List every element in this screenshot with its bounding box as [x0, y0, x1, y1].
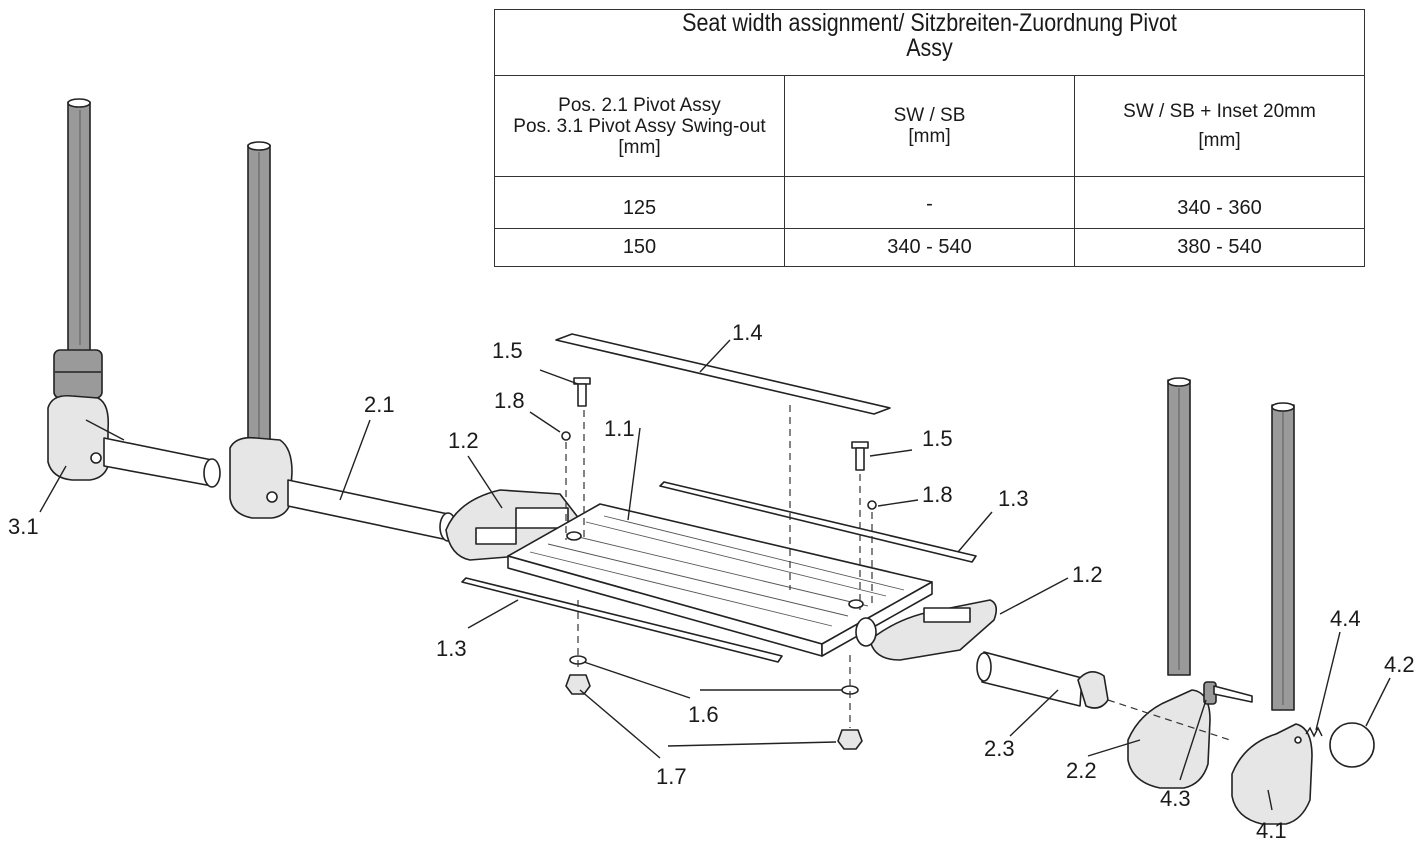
callout-2-1: 2.1	[364, 392, 395, 417]
cell-pivot: 125	[494, 176, 785, 229]
callout-2-2: 2.2	[1066, 758, 1097, 783]
column-header-sw: SW / SB [mm]	[784, 75, 1075, 177]
leader-lines	[39, 339, 1391, 811]
side-rod-left-1-3	[461, 577, 783, 663]
pivot-housing-3-1	[47, 394, 110, 481]
seat-plate-assembly	[445, 333, 998, 750]
callout-4-2: 4.2	[1384, 652, 1415, 677]
cell-pivot: 150	[494, 228, 785, 267]
screw-1-8-right	[867, 500, 877, 510]
pivot-tube-2-1	[287, 479, 449, 541]
cell-sw-inset: 340 - 360	[1074, 176, 1365, 229]
table-title-line1: Seat width assignment/ Sitzbreiten-Zuord…	[682, 8, 1177, 37]
side-rod-right-1-3	[659, 481, 977, 563]
callout-3-1: 3.1	[8, 514, 39, 539]
callout-4-1: 4.1	[1256, 818, 1287, 843]
callout-1-8-right: 1.8	[922, 482, 953, 507]
callout-1-5-left: 1.5	[492, 338, 523, 363]
callout-1-6: 1.6	[688, 702, 719, 727]
callout-4-4: 4.4	[1330, 606, 1361, 631]
column-header-sw-inset-line1: SW / SB + Inset 20mm	[1123, 101, 1316, 122]
cell-sw-inset: 380 - 540	[1074, 228, 1365, 267]
spring-4-4	[1305, 726, 1323, 738]
pivot-housing-4-1	[1231, 723, 1313, 825]
nut-1-7-right	[837, 729, 863, 750]
callout-1-1: 1.1	[604, 416, 635, 441]
column-header-sw-line2: [mm]	[908, 126, 951, 147]
callout-2-3: 2.3	[984, 736, 1015, 761]
callout-1-7: 1.7	[656, 764, 687, 789]
pivot-housing-2-2	[1127, 689, 1211, 789]
callout-1-5-right: 1.5	[922, 426, 953, 451]
nut-1-7-left	[565, 674, 591, 695]
column-header-sw-inset-line2: [mm]	[1198, 130, 1241, 151]
cell-sw: -	[784, 176, 1075, 229]
callout-1-3-right: 1.3	[998, 486, 1029, 511]
column-header-pivot-line1: Pos. 2.1 Pivot Assy	[558, 94, 721, 116]
column-header-pivot-line2: Pos. 3.1 Pivot Assy Swing-out	[513, 115, 766, 137]
callout-4-3: 4.3	[1160, 786, 1191, 811]
table-title: Seat width assignment/ Sitzbreiten-Zuord…	[494, 8, 1365, 76]
cover-strip-1-4	[555, 333, 891, 415]
table-row: 150 340 - 540 380 - 540	[494, 228, 1365, 267]
upright-tube-3-1	[67, 101, 91, 353]
table-row: 125 - 340 - 360	[494, 176, 1365, 229]
column-header-sw-line1: SW / SB	[893, 105, 966, 126]
swing-out-clamp	[53, 349, 103, 399]
table-title-line2: Assy	[906, 33, 953, 62]
cell-sw: 340 - 540	[784, 228, 1075, 267]
pivot-tube-3-1	[103, 437, 213, 487]
pivot-tube-2-3	[981, 651, 1083, 707]
pivot-housing-2-1	[229, 436, 293, 519]
seat-width-table: Seat width assignment/ Sitzbreiten-Zuord…	[494, 9, 1365, 267]
pivot-assy-right	[976, 377, 1375, 825]
bolt-1-5-right	[851, 441, 869, 449]
pivot-assy-2-1	[229, 141, 457, 542]
ball-knob-4-2	[1329, 722, 1375, 768]
callout-1-2-right: 1.2	[1072, 562, 1103, 587]
callout-1-3-left: 1.3	[436, 636, 467, 661]
seat-width-table-container: Seat width assignment/ Sitzbreiten-Zuord…	[494, 9, 1365, 267]
column-header-sw-inset: SW / SB + Inset 20mm [mm]	[1074, 75, 1365, 177]
pivot-assy-swing-out-3-1	[47, 98, 221, 488]
column-header-pivot-line3: [mm]	[618, 136, 661, 158]
callout-1-2-left: 1.2	[448, 428, 479, 453]
callout-1-4: 1.4	[732, 320, 763, 345]
callout-1-8-left: 1.8	[494, 388, 525, 413]
screw-1-8-left	[561, 431, 571, 441]
